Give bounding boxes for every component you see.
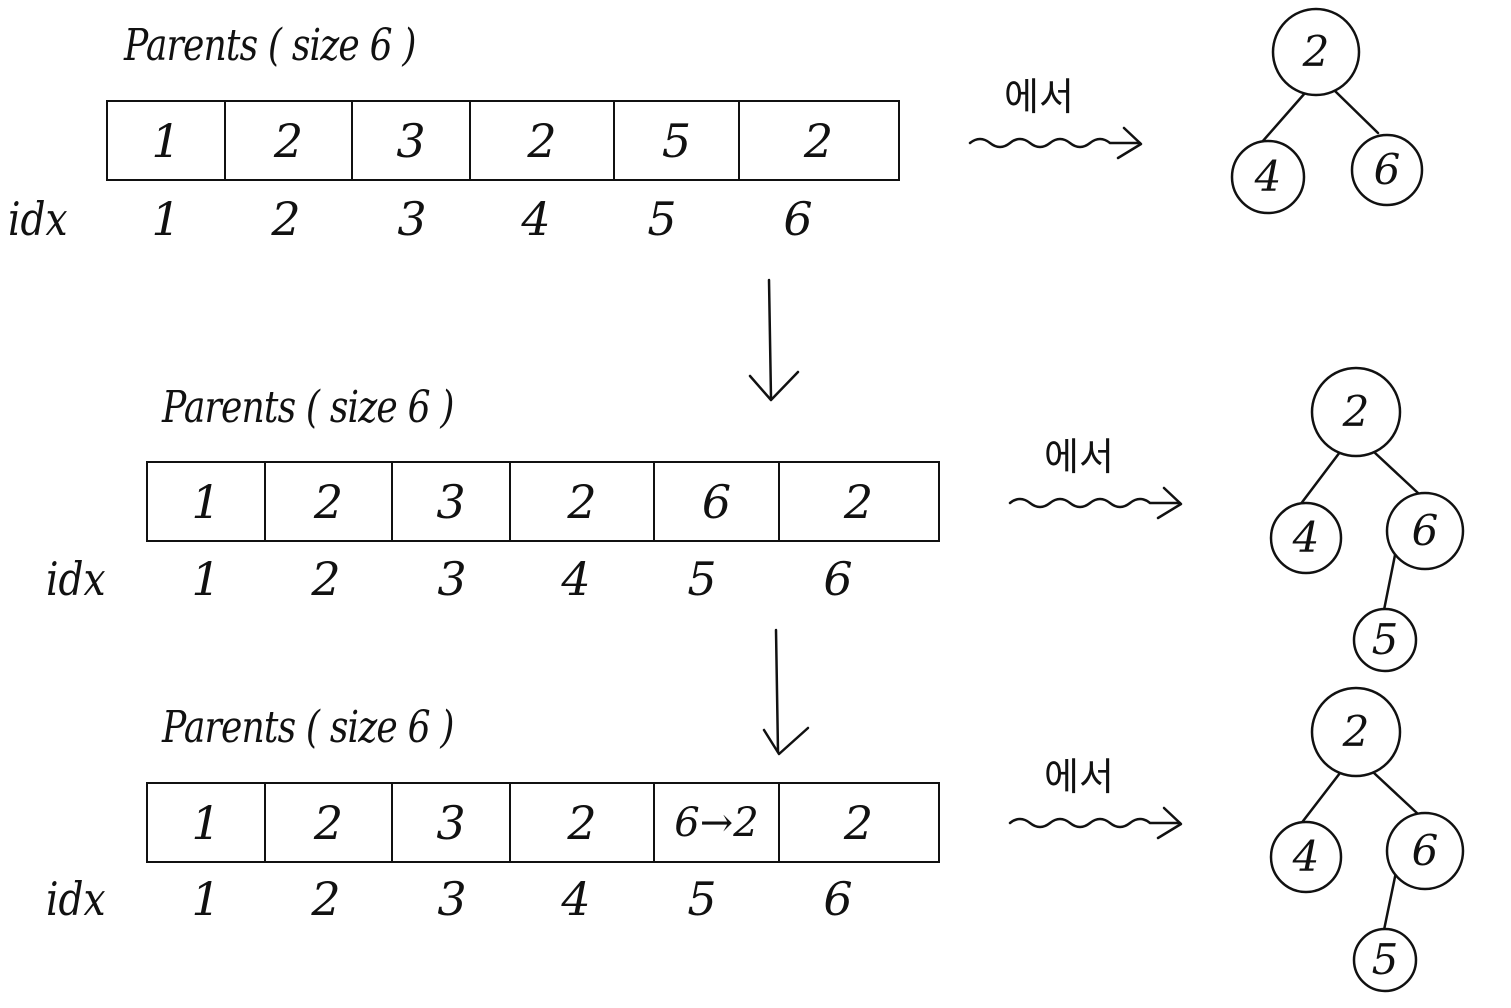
index-number: 5: [647, 192, 677, 246]
down-arrow-icon: [748, 278, 800, 402]
index-number: 3: [397, 192, 427, 246]
index-number: 4: [521, 192, 551, 246]
tree-node-circle: [1352, 927, 1418, 993]
array-cell: 3: [393, 463, 511, 540]
array-cell: 1: [108, 102, 226, 179]
korean-label: 에서: [1044, 755, 1114, 799]
array-cell: 2: [511, 784, 655, 861]
panel-title: Parents ( size 6 ): [124, 20, 416, 71]
array-cell: 2: [266, 463, 393, 540]
index-number: 3: [437, 552, 467, 606]
korean-label: 에서: [1044, 435, 1114, 479]
array-cell: 1: [148, 784, 266, 861]
tree-node-label: 5: [1372, 615, 1399, 664]
tree-node-circle: [1385, 811, 1465, 891]
tree-node-label: 2: [1342, 387, 1370, 436]
tree-node-circle: [1350, 133, 1424, 207]
index-number: 5: [687, 552, 717, 606]
tree-node-label: 4: [1292, 513, 1320, 562]
array-cell: 2: [803, 113, 834, 168]
index-number: 1: [151, 192, 181, 246]
array-cell: 2: [266, 784, 393, 861]
tree-node-label: 6: [1412, 826, 1439, 875]
tree-node-circle: [1310, 686, 1402, 778]
korean-label: 에서: [1004, 75, 1074, 119]
tree-node-circle: [1269, 501, 1343, 575]
array-cell: 6→2: [655, 784, 780, 861]
idx-label: idx: [8, 192, 68, 246]
index-number: 4: [561, 552, 591, 606]
index-number: 2: [311, 552, 341, 606]
panel-title: Parents ( size 6 ): [162, 702, 454, 753]
index-number: 5: [687, 872, 717, 926]
squiggle-arrow-icon: [1008, 806, 1183, 840]
panel-title: Parents ( size 6 ): [162, 382, 454, 433]
tree-edges: [1253, 89, 1420, 932]
array-cell: 2: [226, 102, 353, 179]
parents-array: 1 2 3 2 6 2: [146, 461, 940, 542]
index-number: 6: [823, 552, 853, 606]
array-cell: 6: [655, 463, 780, 540]
tree-node-label: 6: [1374, 145, 1401, 194]
index-number: 3: [437, 872, 467, 926]
index-number: 6: [783, 192, 813, 246]
array-cell: 3: [393, 784, 511, 861]
array-cell: 2: [511, 463, 655, 540]
array-cell: 2: [843, 795, 874, 850]
idx-label: idx: [46, 552, 106, 606]
tree-node-circle: [1310, 366, 1402, 458]
parents-array: 1 2 3 2 6→2 2: [146, 782, 940, 863]
tree-node-label: 2: [1342, 707, 1370, 756]
index-number: 1: [191, 872, 221, 926]
index-number: 2: [271, 192, 301, 246]
index-number: 1: [191, 552, 221, 606]
down-arrow-icon: [762, 628, 810, 756]
tree-node-circle: [1352, 607, 1418, 673]
parents-array: 1 2 3 2 5 2: [106, 100, 900, 181]
tree-node-circle: [1269, 820, 1343, 894]
array-cell: 3: [353, 102, 471, 179]
tree-node-circle: [1230, 139, 1306, 215]
array-cell: 2: [843, 474, 874, 529]
tree-node-label: 4: [1254, 152, 1282, 201]
array-cell: 5: [615, 102, 740, 179]
index-number: 4: [561, 872, 591, 926]
tree-node-label: 4: [1292, 832, 1320, 881]
tree-node-label: 6: [1412, 506, 1439, 555]
tree-node-circle: [1271, 7, 1361, 97]
array-cell: 1: [148, 463, 266, 540]
tree-node-label: 2: [1302, 27, 1330, 76]
tree-node-circle: [1385, 491, 1465, 571]
array-cell: 2: [471, 102, 615, 179]
index-number: 2: [311, 872, 341, 926]
index-number: 6: [823, 872, 853, 926]
tree-node-label: 5: [1372, 935, 1399, 984]
squiggle-arrow-icon: [968, 126, 1143, 160]
idx-label: idx: [46, 872, 106, 926]
squiggle-arrow-icon: [1008, 486, 1183, 520]
